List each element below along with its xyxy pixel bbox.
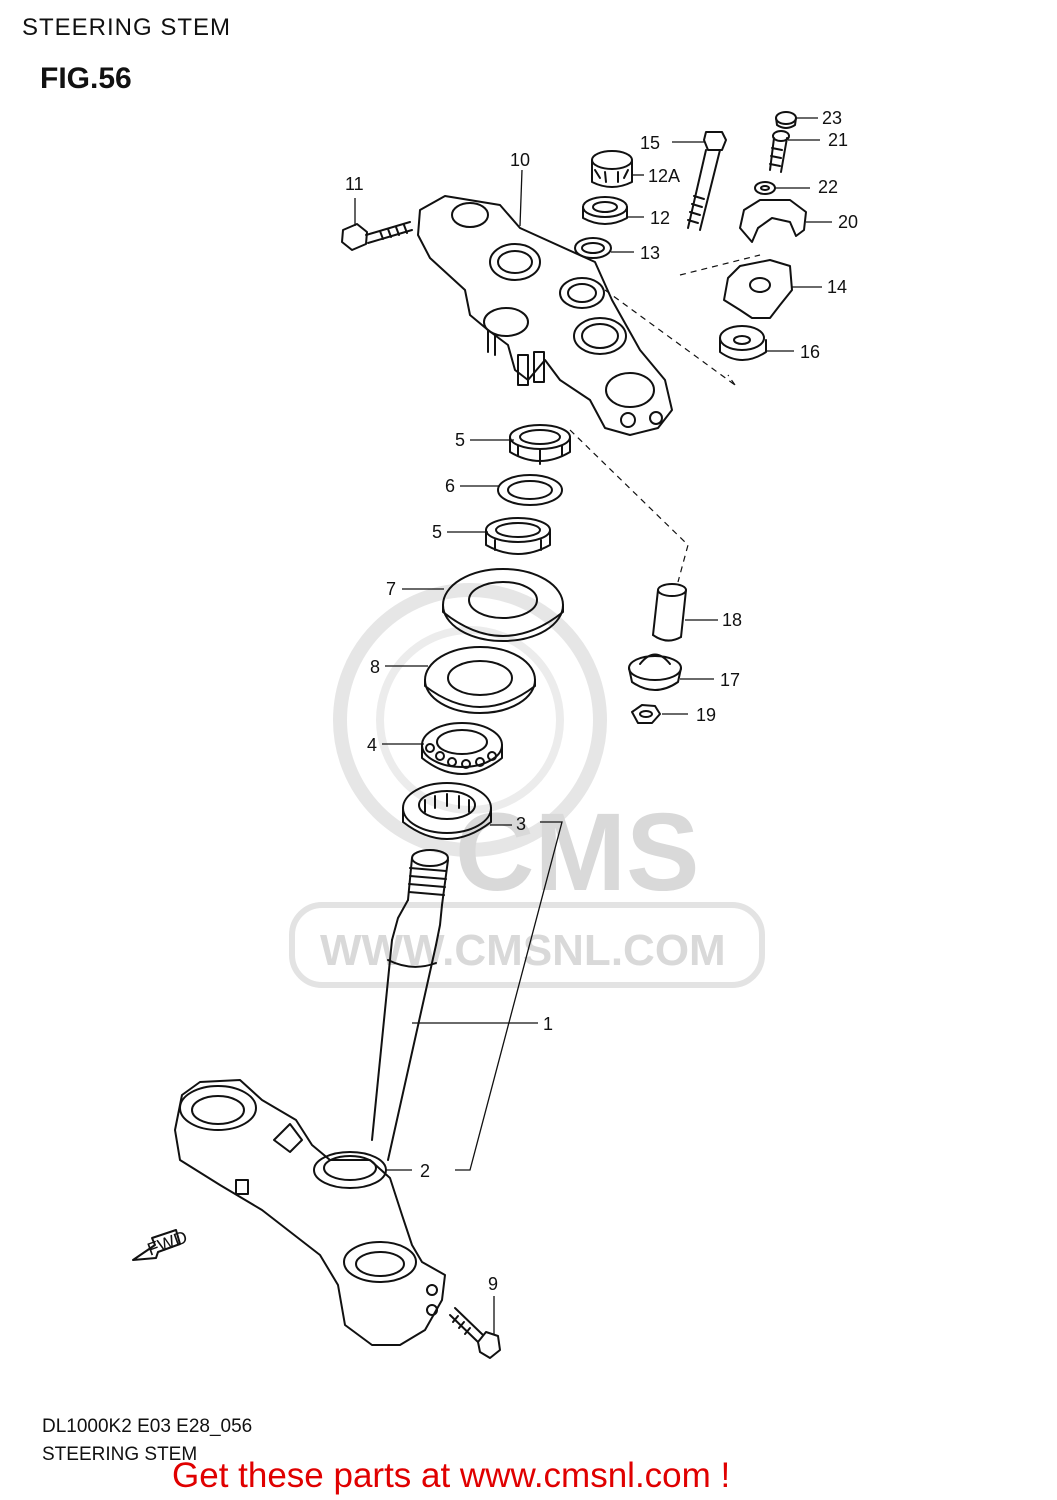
race-8 xyxy=(424,646,536,714)
washer-6 xyxy=(497,474,563,506)
upper-bracket xyxy=(417,195,673,436)
callout-23: 23 xyxy=(822,108,842,128)
bolt-21 xyxy=(769,130,790,173)
callout-8: 8 xyxy=(370,657,380,677)
callout-17: 17 xyxy=(720,670,740,690)
fwd-label: FWD xyxy=(145,1227,190,1260)
bolt-9 xyxy=(449,1307,501,1359)
callout-1: 1 xyxy=(543,1014,553,1034)
nut-5-upper xyxy=(509,424,571,465)
cushion-16 xyxy=(719,325,767,361)
callout-14: 14 xyxy=(827,277,847,297)
callout-2: 2 xyxy=(420,1161,430,1181)
callout-10: 10 xyxy=(510,150,530,170)
lower-bracket xyxy=(174,1079,446,1346)
callout-13: 13 xyxy=(640,243,660,263)
callout-4: 4 xyxy=(367,735,377,755)
washer-22 xyxy=(754,181,776,195)
cap-12a xyxy=(591,150,633,188)
callouts: 23 15 21 10 12A 22 11 12 20 13 14 16 5 6… xyxy=(345,108,858,1294)
bolt-15 xyxy=(687,131,727,231)
watermark-url: WWW.CMSNL.COM xyxy=(320,926,726,975)
watermark: CMS WWW.CMSNL.COM xyxy=(289,583,765,988)
callout-5-upper: 5 xyxy=(455,430,465,450)
dust-seal-7 xyxy=(442,568,564,642)
callout-19: 19 xyxy=(696,705,716,725)
callout-6: 6 xyxy=(445,476,455,496)
assembly-lines xyxy=(569,254,761,583)
nut-5-lower xyxy=(485,517,551,555)
nut-19 xyxy=(631,704,661,724)
watermark-brand: CMS xyxy=(455,791,699,914)
fwd-arrow-icon xyxy=(132,1229,181,1261)
callout-18: 18 xyxy=(722,610,742,630)
bearing-4 xyxy=(421,722,503,775)
nut-12 xyxy=(582,196,628,225)
callout-5-lower: 5 xyxy=(432,522,442,542)
diagram-code: DL1000K2 E03 E28_056 xyxy=(42,1416,253,1437)
footer-title: STEERING STEM xyxy=(42,1444,198,1465)
cap-23 xyxy=(775,111,797,129)
bearing-3 xyxy=(402,782,492,840)
callout-21: 21 xyxy=(828,130,848,150)
callout-12: 12 xyxy=(650,208,670,228)
callout-16: 16 xyxy=(800,342,820,362)
holder-20 xyxy=(739,199,807,243)
callout-15: 15 xyxy=(640,133,660,153)
leader-lines xyxy=(354,117,832,1334)
bolt-11 xyxy=(341,221,413,251)
figure-number: FIG.56 xyxy=(40,62,132,95)
callout-22: 22 xyxy=(818,177,838,197)
steering-stem-1 xyxy=(371,849,449,1161)
washer-13 xyxy=(574,237,612,259)
callout-9: 9 xyxy=(488,1274,498,1294)
callout-3: 3 xyxy=(516,814,526,834)
callout-11: 11 xyxy=(345,174,364,194)
callout-12a: 12A xyxy=(648,166,680,186)
damper-17 xyxy=(628,653,682,691)
holder-14 xyxy=(723,259,793,319)
spacer-18 xyxy=(652,583,687,642)
callout-7: 7 xyxy=(386,579,396,599)
callout-20: 20 xyxy=(838,212,858,232)
cta-link[interactable]: Get these parts at www.cmsnl.com ! xyxy=(172,1456,731,1495)
page-title: STEERING STEM xyxy=(22,14,232,41)
